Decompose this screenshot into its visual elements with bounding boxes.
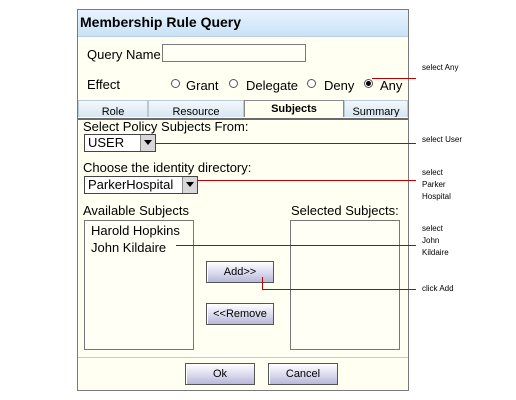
tab-subjects-label: Subjects [271, 103, 317, 115]
tab-summary-label: Summary [352, 106, 400, 117]
callout-line-john [176, 245, 416, 246]
radio-deny-label: Deny [324, 78, 355, 93]
callout-line-any [372, 78, 416, 79]
callout-text: Hospital [422, 192, 451, 201]
query-name-label: Query Name [87, 47, 161, 62]
callout-line-parker [197, 180, 416, 181]
callout-click-add: click Add [422, 284, 454, 293]
tab-resource-label: Resource [172, 106, 220, 117]
policy-subjects-label: Select Policy Subjects From: [83, 119, 249, 134]
tab-bar: Role Resource Subjects Summary [78, 100, 408, 120]
chevron-down-icon[interactable] [140, 135, 155, 151]
callout-select-any: select Any [422, 63, 459, 72]
add-button[interactable]: Add>> [206, 261, 274, 283]
tab-role[interactable]: Role [78, 100, 148, 117]
tab-summary[interactable]: Summary [344, 100, 408, 117]
callout-line-add [262, 289, 416, 290]
callout-select-parker: select Parker Hospital [422, 167, 451, 203]
title-bar: Membership Rule Query [78, 10, 408, 37]
callout-text: Parker [422, 180, 446, 189]
list-item[interactable]: Harold Hopkins [91, 223, 180, 238]
query-name-input[interactable] [162, 44, 306, 62]
dialog-title: Membership Rule Query [80, 14, 242, 30]
remove-button[interactable]: <<Remove [206, 303, 274, 325]
callout-text: select [422, 224, 443, 233]
radio-any[interactable] [364, 79, 373, 88]
radio-deny[interactable] [307, 79, 316, 88]
policy-subjects-value: USER [88, 135, 125, 150]
selected-subjects-label: Selected Subjects: [291, 203, 399, 218]
list-item[interactable]: John Kildaire [91, 240, 167, 255]
identity-directory-select[interactable]: ParkerHospital [84, 176, 198, 194]
selected-subjects-list[interactable] [290, 220, 400, 350]
tab-subjects[interactable]: Subjects [244, 100, 344, 117]
callout-vline-add [262, 277, 263, 289]
identity-directory-value: ParkerHospital [88, 177, 174, 192]
callout-select-user: select User [422, 135, 463, 144]
callout-text: select [422, 168, 443, 177]
membership-rule-query-dialog: Membership Rule Query Query Name Effect … [77, 9, 409, 391]
effect-label: Effect [87, 77, 121, 92]
chevron-down-icon[interactable] [182, 177, 197, 193]
callout-text: John [422, 236, 440, 245]
available-subjects-list[interactable]: Harold Hopkins John Kildaire [84, 220, 194, 350]
radio-grant[interactable] [171, 79, 180, 88]
tab-role-label: Role [101, 106, 125, 117]
tab-resource[interactable]: Resource [148, 100, 244, 117]
ok-button[interactable]: Ok [185, 363, 255, 385]
radio-delegate-label: Delegate [246, 78, 299, 93]
available-subjects-label: Available Subjects [83, 203, 189, 218]
radio-any-label: Any [380, 78, 403, 93]
footer-divider [78, 357, 408, 358]
cancel-button[interactable]: Cancel [268, 363, 338, 385]
callout-line-user [155, 143, 416, 144]
callout-text: Kildaire [422, 248, 449, 257]
identity-directory-label: Choose the identity directory: [83, 160, 252, 175]
policy-subjects-select[interactable]: USER [84, 134, 156, 152]
callout-select-john: select John Kildaire [422, 223, 449, 259]
radio-grant-label: Grant [186, 78, 219, 93]
radio-delegate[interactable] [229, 79, 238, 88]
